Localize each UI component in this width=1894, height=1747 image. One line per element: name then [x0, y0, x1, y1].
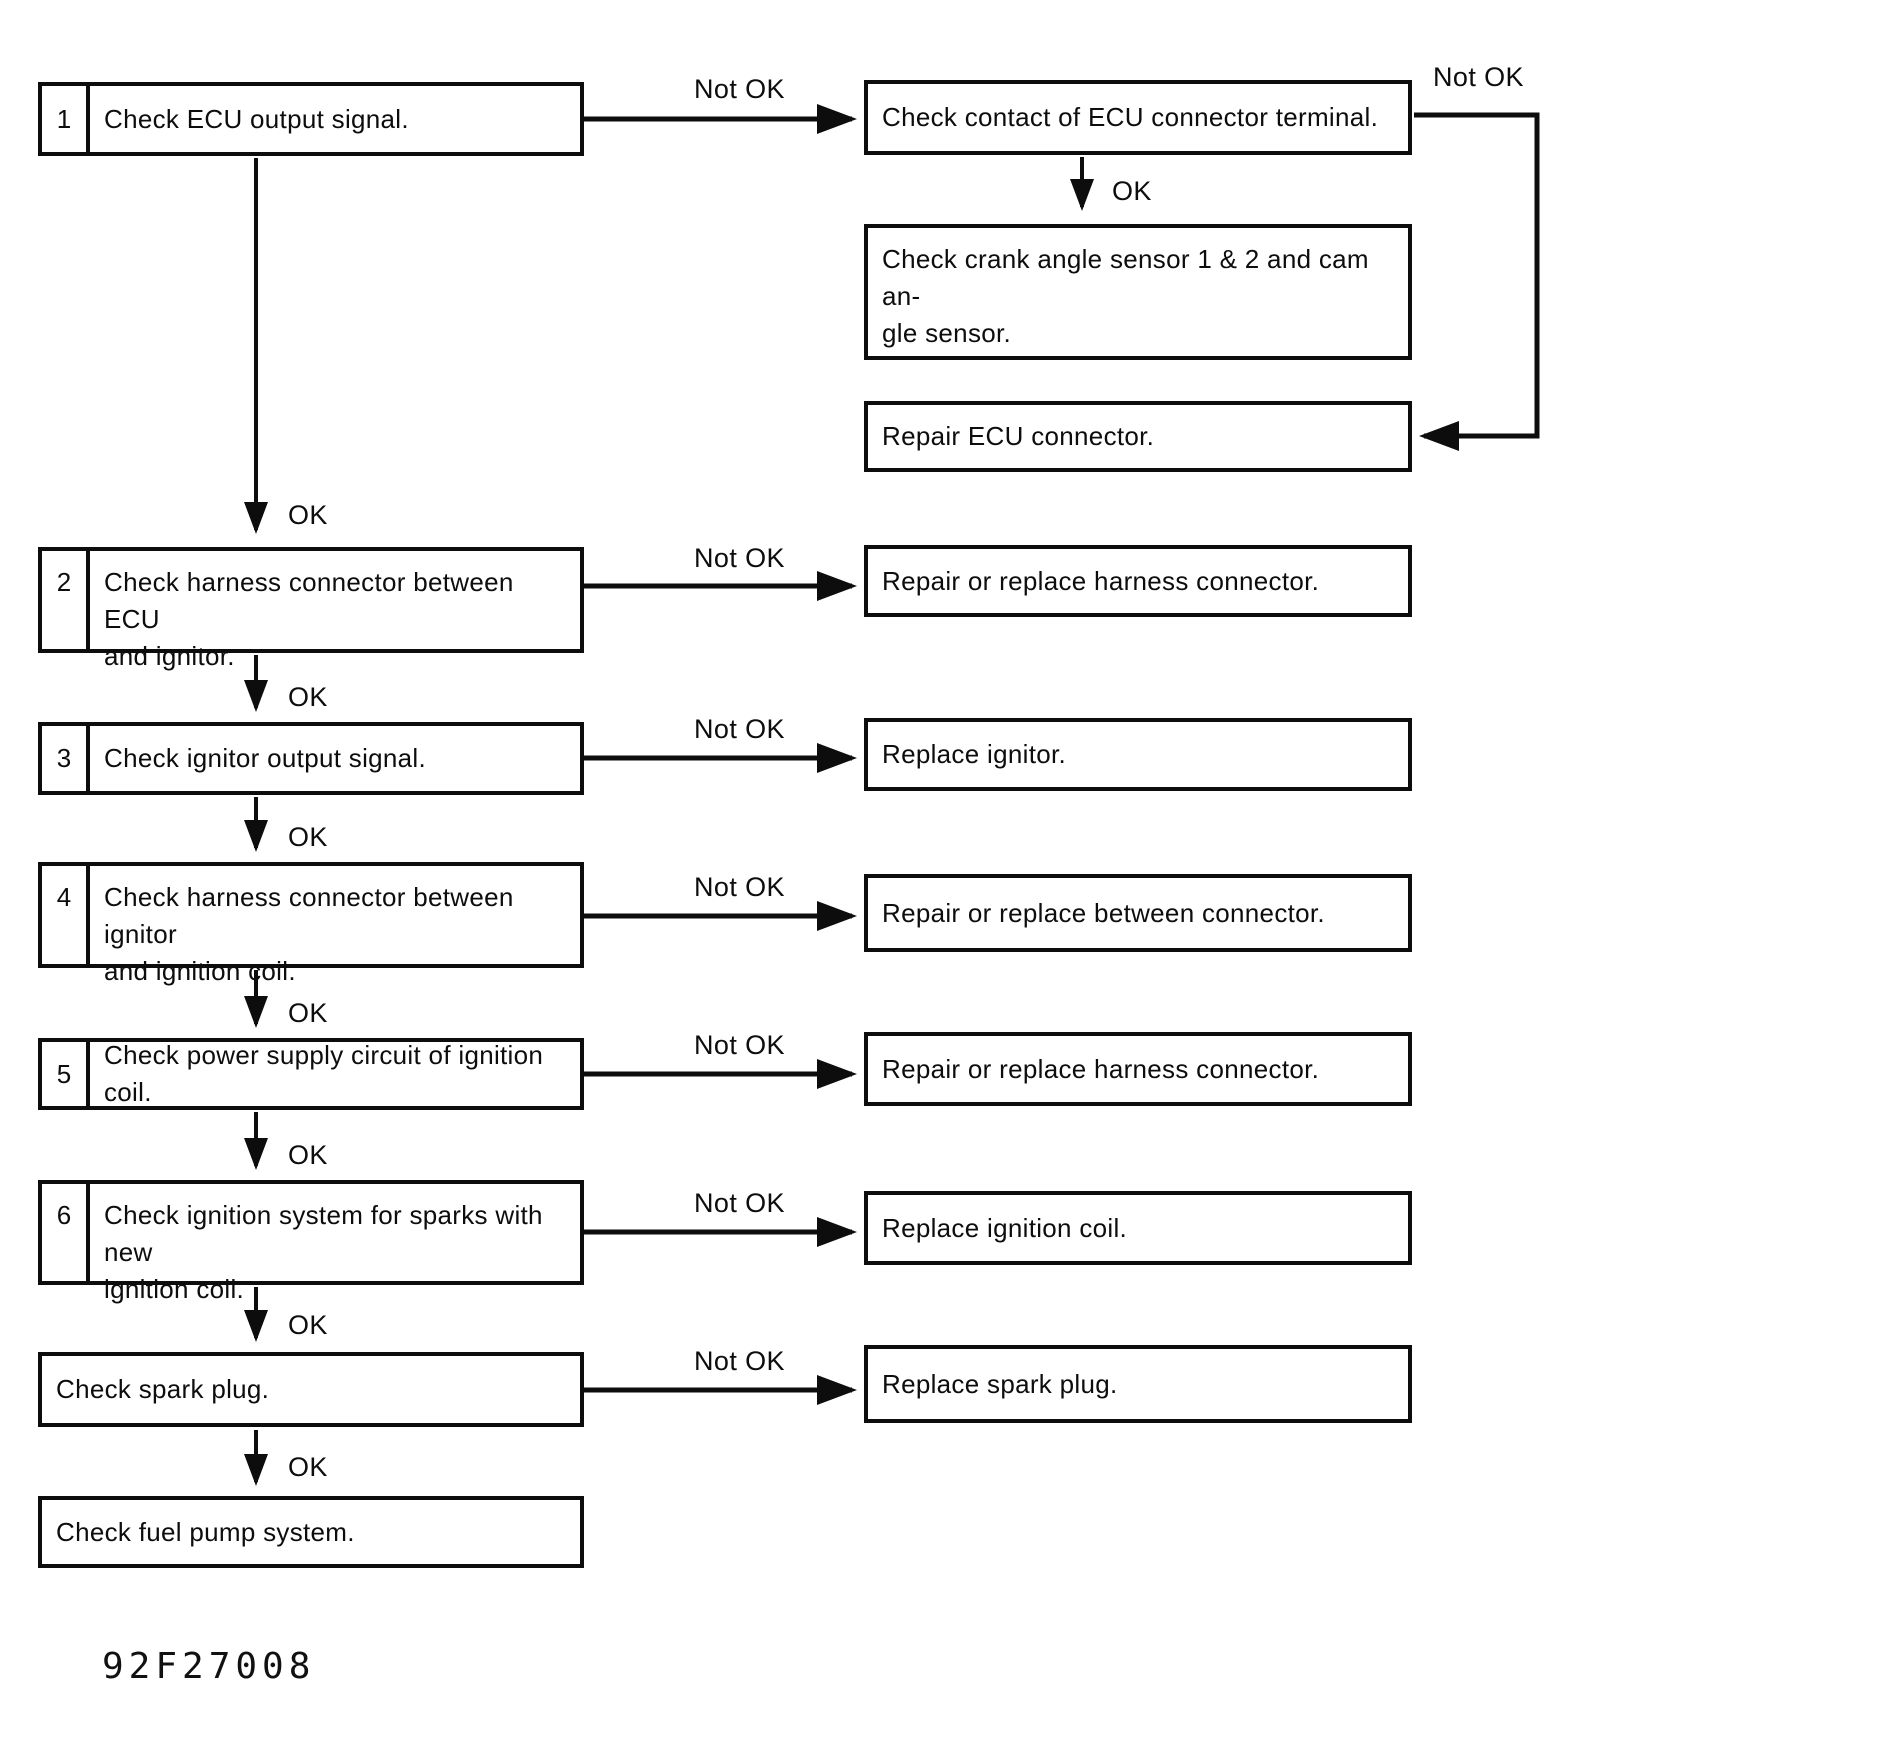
- action-box-replace-ignition-coil: Replace ignition coil.: [864, 1191, 1412, 1265]
- action-text: Repair or replace harness connector.: [882, 565, 1320, 596]
- action-box-replace-spark-plug: Replace spark plug.: [864, 1345, 1412, 1423]
- step-text: Check fuel pump system.: [56, 1516, 355, 1547]
- step-box-spark-plug: Check spark plug.: [38, 1352, 584, 1427]
- not-ok-label: Not OK: [1433, 62, 1524, 92]
- step-box-4: 4 Check harness connector between ignito…: [38, 862, 584, 986]
- action-box-repair-ecu-connector: Repair ECU connector.: [864, 401, 1412, 472]
- action-box-replace-ignitor: Replace ignitor.: [864, 718, 1412, 791]
- not-ok-label: Not OK: [694, 543, 785, 573]
- step-box-6: 6 Check ignition system for sparks with …: [38, 1180, 584, 1304]
- step-number: 2: [42, 551, 90, 649]
- ok-label: OK: [288, 1310, 328, 1340]
- not-ok-label: Not OK: [694, 1346, 785, 1376]
- ok-label: OK: [288, 1452, 328, 1482]
- action-box-repair-replace-between-connector: Repair or replace between connector.: [864, 874, 1412, 952]
- step-text: Check harness connector between ECU and …: [104, 567, 514, 671]
- step-box-5: 5 Check power supply circuit of ignition…: [38, 1038, 584, 1110]
- arrow-ecu-terminal-notok: [1414, 112, 1540, 451]
- action-box-check-ecu-connector-terminal: Check contact of ECU connector terminal.: [864, 80, 1412, 155]
- step-box-1: 1 Check ECU output signal.: [38, 82, 584, 156]
- not-ok-label: Not OK: [694, 872, 785, 902]
- action-text: Repair or replace between connector.: [882, 897, 1325, 928]
- step-text: Check spark plug.: [56, 1374, 270, 1404]
- step-number: 5: [42, 1042, 90, 1106]
- step-number: 3: [42, 726, 90, 791]
- step-text: Check ignition system for sparks with ne…: [104, 1200, 543, 1304]
- step-box-fuel-pump: Check fuel pump system.: [38, 1496, 584, 1568]
- action-text: Repair ECU connector.: [882, 421, 1155, 451]
- step-number: 1: [42, 86, 90, 152]
- action-text: Replace ignition coil.: [882, 1212, 1128, 1243]
- action-box-repair-replace-harness-connector-1: Repair or replace harness connector.: [864, 545, 1412, 617]
- ok-label: OK: [288, 682, 328, 712]
- ok-label: OK: [1112, 176, 1152, 206]
- action-text: Replace ignitor.: [882, 739, 1067, 769]
- step-text: Check power supply circuit of ignition c…: [104, 1040, 544, 1107]
- action-text: Repair or replace harness connector.: [882, 1053, 1320, 1084]
- not-ok-label: Not OK: [694, 74, 785, 104]
- not-ok-label: Not OK: [694, 1188, 785, 1218]
- step-text: Check ignitor output signal.: [104, 743, 427, 773]
- step-box-2: 2 Check harness connector between ECU an…: [38, 547, 584, 671]
- figure-code: 92F27008: [102, 1646, 316, 1687]
- not-ok-label: Not OK: [694, 1030, 785, 1060]
- step-number: 6: [42, 1184, 90, 1281]
- ok-label: OK: [288, 1140, 328, 1170]
- step-box-3: 3 Check ignitor output signal.: [38, 722, 584, 795]
- action-text: Replace spark plug.: [882, 1368, 1118, 1399]
- step-text: Check harness connector between ignitor …: [104, 882, 514, 986]
- action-text: Check crank angle sensor 1 & 2 and cam a…: [882, 244, 1369, 348]
- ok-label: OK: [288, 998, 328, 1028]
- step-text: Check ECU output signal.: [104, 103, 409, 134]
- action-box-repair-replace-harness-connector-2: Repair or replace harness connector.: [864, 1032, 1412, 1106]
- action-text: Check contact of ECU connector terminal.: [882, 102, 1379, 132]
- ok-label: OK: [288, 500, 328, 530]
- step-number: 4: [42, 866, 90, 964]
- not-ok-label: Not OK: [694, 714, 785, 744]
- ok-label: OK: [288, 822, 328, 852]
- action-box-check-crank-angle-sensor: Check crank angle sensor 1 & 2 and cam a…: [864, 224, 1412, 360]
